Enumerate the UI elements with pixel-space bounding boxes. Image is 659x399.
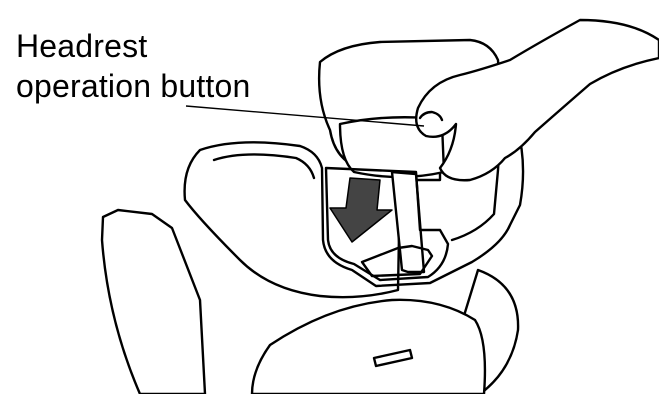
seat-front-panel — [252, 300, 485, 394]
callout-line-1: Headrest — [16, 26, 251, 66]
callout-label: Headrest operation button — [16, 26, 251, 106]
callout-line-2: operation button — [16, 66, 251, 106]
down-arrow-icon — [330, 178, 392, 242]
left-side-wing — [102, 210, 205, 394]
